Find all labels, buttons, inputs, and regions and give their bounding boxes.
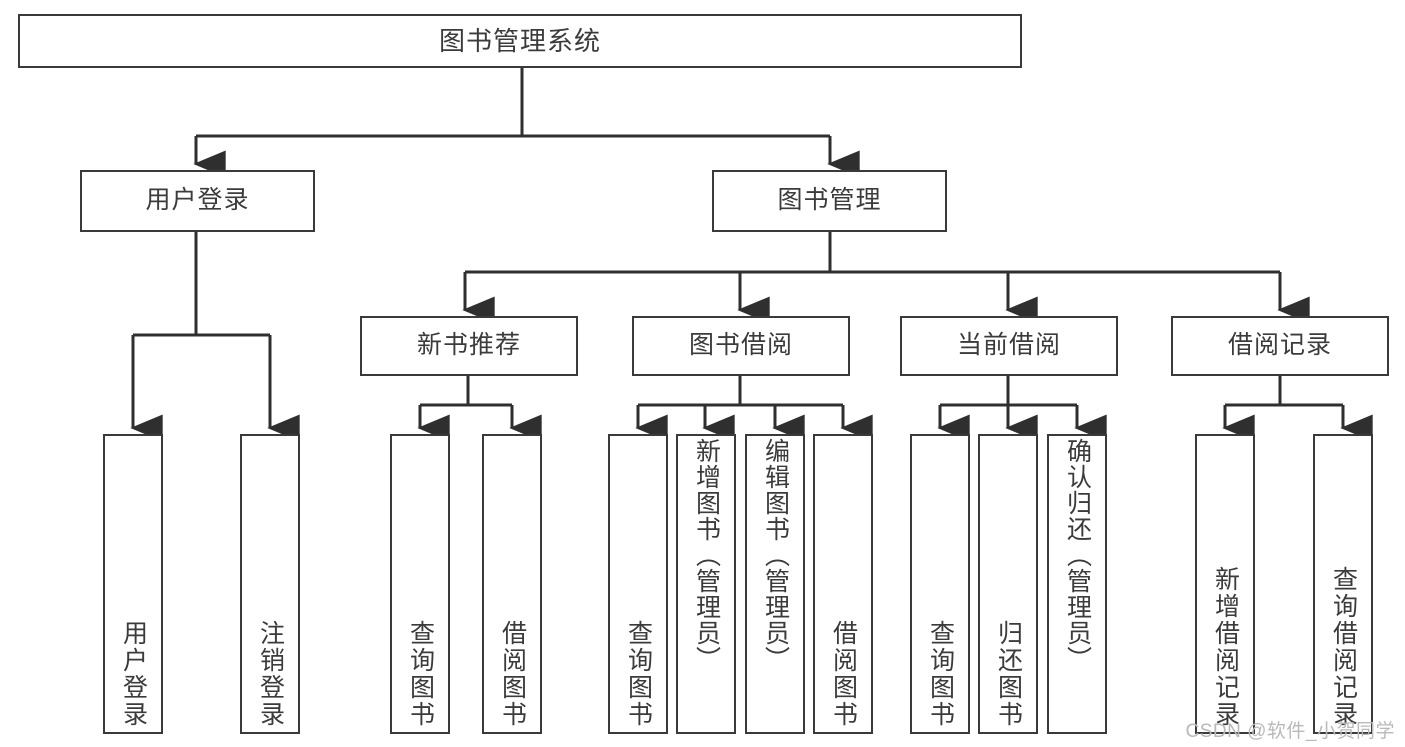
node-label: 用户登录 <box>119 620 148 728</box>
watermark: CSDN @软件_小贺同学 <box>1185 721 1395 742</box>
leaf-new-book-borrow[interactable]: 借阅图书 <box>482 434 542 734</box>
node-label: 编辑图书（管理员） <box>761 438 790 672</box>
leaf-borrow-edit-book[interactable]: 编辑图书（管理员） <box>745 434 805 734</box>
node-root-system[interactable]: 图书管理系统 <box>18 14 1022 68</box>
node-label: 归还图书 <box>994 620 1023 728</box>
leaf-user-login-logout[interactable]: 注销登录 <box>240 434 300 734</box>
node-label: 查询图书 <box>926 620 955 728</box>
node-label: 图书借阅 <box>688 331 793 360</box>
node-label: 查询借阅记录 <box>1329 566 1358 728</box>
node-label: 用户登录 <box>145 186 250 215</box>
leaf-current-confirm-return[interactable]: 确认归还（管理员） <box>1047 434 1107 734</box>
leaf-current-return-book[interactable]: 归还图书 <box>978 434 1038 734</box>
node-book-management[interactable]: 图书管理 <box>712 170 947 232</box>
node-label: 新增图书（管理员） <box>692 438 721 672</box>
node-label: 图书管理系统 <box>438 25 601 56</box>
node-borrow-record[interactable]: 借阅记录 <box>1171 316 1389 376</box>
leaf-record-query[interactable]: 查询借阅记录 <box>1313 434 1373 734</box>
node-book-borrow[interactable]: 图书借阅 <box>632 316 850 376</box>
node-user-login[interactable]: 用户登录 <box>80 170 315 232</box>
node-label: 借阅图书 <box>829 620 858 728</box>
leaf-user-login-login[interactable]: 用户登录 <box>103 434 163 734</box>
node-label: 查询图书 <box>406 620 435 728</box>
node-label: 查询图书 <box>624 620 653 728</box>
node-label: 新增借阅记录 <box>1211 566 1240 728</box>
node-new-book-recommend[interactable]: 新书推荐 <box>360 316 578 376</box>
node-label: 当前借阅 <box>956 331 1061 360</box>
leaf-record-add[interactable]: 新增借阅记录 <box>1195 434 1255 734</box>
leaf-borrow-borrow-book[interactable]: 借阅图书 <box>813 434 873 734</box>
node-label: 注销登录 <box>256 620 285 728</box>
node-label: 确认归还（管理员） <box>1063 438 1092 672</box>
leaf-new-book-query[interactable]: 查询图书 <box>390 434 450 734</box>
node-label: 借阅图书 <box>498 620 527 728</box>
leaf-borrow-add-book[interactable]: 新增图书（管理员） <box>676 434 736 734</box>
node-current-borrow[interactable]: 当前借阅 <box>900 316 1118 376</box>
leaf-borrow-query-book[interactable]: 查询图书 <box>608 434 668 734</box>
node-label: 图书管理 <box>777 186 882 215</box>
leaf-current-query-book[interactable]: 查询图书 <box>910 434 970 734</box>
node-label: 借阅记录 <box>1227 331 1332 360</box>
node-label: 新书推荐 <box>416 331 521 360</box>
